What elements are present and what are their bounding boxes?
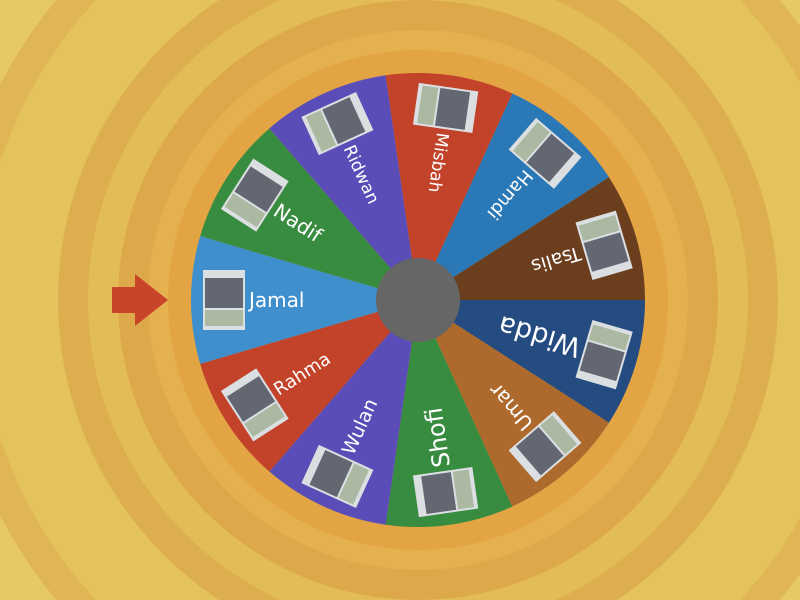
entry-photo (301, 444, 374, 509)
wheel-segment-ridwan[interactable] (269, 75, 418, 300)
entry-photo (412, 82, 479, 134)
entry-photo (220, 158, 289, 232)
entry-photo (508, 117, 582, 189)
entry-photo (575, 210, 633, 281)
wheel-segment-jamal[interactable] (191, 236, 418, 364)
wheel-segment-shofi[interactable] (385, 300, 513, 528)
wheel-hub[interactable] (376, 258, 460, 342)
entry-photo (508, 411, 582, 483)
entry-photo (220, 368, 289, 442)
wheel-segments (191, 72, 645, 528)
entry-photo (301, 91, 374, 156)
wheel-entry-shofi: Shofi (412, 406, 479, 518)
entry-photo (575, 319, 633, 390)
wheel-segment-misbah[interactable] (385, 72, 513, 301)
wheel-entry-jamal: Jamal (203, 270, 304, 330)
entry-photo (203, 270, 245, 330)
wheel-segment-wulan[interactable] (269, 300, 418, 525)
entry-photo (412, 466, 479, 518)
entry-name-label: Jamal (247, 288, 304, 312)
wheel-segment-tsalis[interactable] (418, 177, 645, 300)
wheel-segment-widda[interactable] (418, 300, 645, 423)
